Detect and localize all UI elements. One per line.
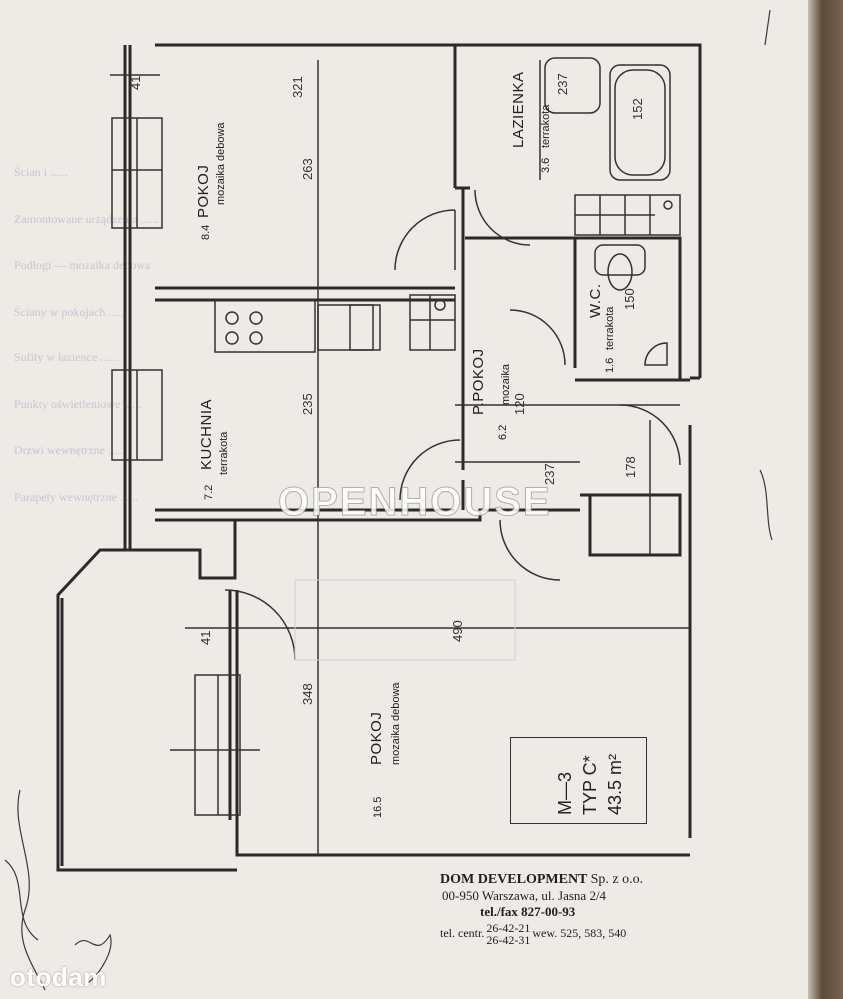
room-area-pokoj-1: 8.4 [200, 224, 212, 240]
dimension-label: 263 [300, 158, 315, 180]
unit-number: M—3 [555, 771, 575, 815]
background-text-line: Ścian i ...... [14, 165, 68, 179]
otodam-logo: otodam [10, 962, 107, 992]
dimension-label: 321 [290, 76, 305, 98]
dimension-label: 41 [128, 75, 143, 90]
room-label-wc: W.C. [587, 283, 604, 319]
background-text-line: Punkty oświetleniowe ...... [14, 397, 142, 411]
room-finish-wc: terrakota [604, 306, 616, 350]
table-edge [808, 0, 843, 999]
dimension-label: 41 [198, 630, 213, 645]
background-text-line: Ściany w pokojach ...... [14, 305, 127, 319]
unit-type-box [510, 737, 647, 824]
unit-type: TYP C* [580, 755, 600, 815]
dimension-label: 490 [450, 620, 465, 642]
dimension-label: 348 [300, 683, 315, 705]
dimension-label: 178 [623, 456, 638, 478]
background-text-line: Podłogi — mozaika debowa [14, 258, 151, 272]
dimension-label: 150 [622, 288, 637, 310]
company-name: DOM DEVELOPMENT [440, 872, 588, 887]
company-address: 00-950 Warszawa, ul. Jasna 2/4 [442, 888, 607, 903]
room-area-lazienka: 3.6 [540, 157, 552, 173]
room-area-kuchnia: 7.2 [203, 484, 215, 500]
company-name-line: DOM DEVELOPMENT Sp. z o.o. [440, 872, 720, 888]
room-area-przedpokoj: 6.2 [497, 424, 509, 440]
room-area-wc: 1.6 [604, 357, 616, 373]
room-label-pokoj-1: POKOJ [195, 164, 212, 218]
background-text-line: Zamontowane urządzenia ...... [14, 212, 159, 226]
background-text-line: Sufity w łazience ...... [14, 350, 119, 364]
company-info: DOM DEVELOPMENT Sp. z o.o. 00-950 Warsza… [440, 872, 720, 946]
dimension-label: 235 [300, 393, 315, 415]
room-label-przedpokoj: P.POKOJ [470, 348, 487, 415]
background-text-line: Parapety wewnętrzne ...... [14, 490, 138, 504]
extensions: wew. 525, 583, 540 [532, 925, 627, 940]
central-label: tel. centr. [440, 925, 485, 940]
company-phone: tel./fax 827-00-93 [480, 904, 576, 919]
room-finish-lazienka: terrakota [540, 104, 552, 148]
room-area-pokoj-2: 16.5 [372, 796, 384, 818]
room-finish-przedpokoj: mozaika [500, 364, 512, 405]
dimension-label: 237 [555, 73, 570, 95]
openhouse-watermark: OPENHOUSE [278, 480, 552, 525]
room-finish-pokoj-2: mozaika debowa [390, 682, 402, 765]
room-finish-pokoj-1: mozaika debowa [215, 122, 227, 205]
room-label-lazienka: LAZIENKA [510, 71, 527, 148]
floorplan-sheet [0, 0, 810, 999]
unit-area: 43.5 m² [605, 753, 625, 815]
central-number-2: 26-42-31 [486, 933, 531, 947]
company-suffix: Sp. z o.o. [590, 872, 644, 887]
dimension-label: 152 [630, 98, 645, 120]
central-number-1: 26-42-21 [486, 921, 531, 935]
room-label-pokoj-2: POKOJ [368, 711, 385, 765]
dimension-label: 120 [512, 393, 527, 415]
room-label-kuchnia: KUCHNIA [198, 398, 215, 470]
background-text-line: Drzwi wewnętrzne ...... [14, 443, 126, 457]
room-finish-kuchnia: terrakota [218, 431, 230, 475]
